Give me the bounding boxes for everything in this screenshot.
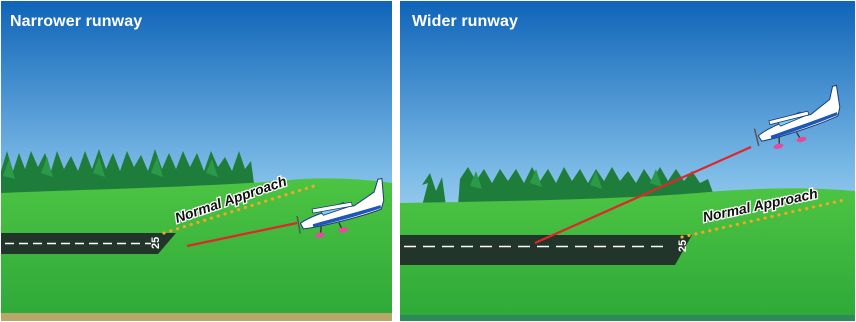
panel-title: Wider runway (412, 13, 518, 31)
runway-number: 25 (677, 240, 689, 252)
dirt-strip (400, 315, 855, 321)
panel-wider-runway: 25 Normal Approach Wider runway (400, 1, 855, 321)
dirt-strip (1, 313, 392, 321)
narrow-runway-illustration: 25 Normal Approach (1, 1, 392, 321)
runway-number: 25 (150, 237, 162, 249)
wide-runway-illustration: 25 Normal Approach (400, 1, 855, 321)
panel-title: Narrower runway (10, 13, 142, 31)
panel-narrower-runway: 25 Normal Approach Narrower runway (1, 1, 392, 321)
runway (400, 235, 692, 265)
